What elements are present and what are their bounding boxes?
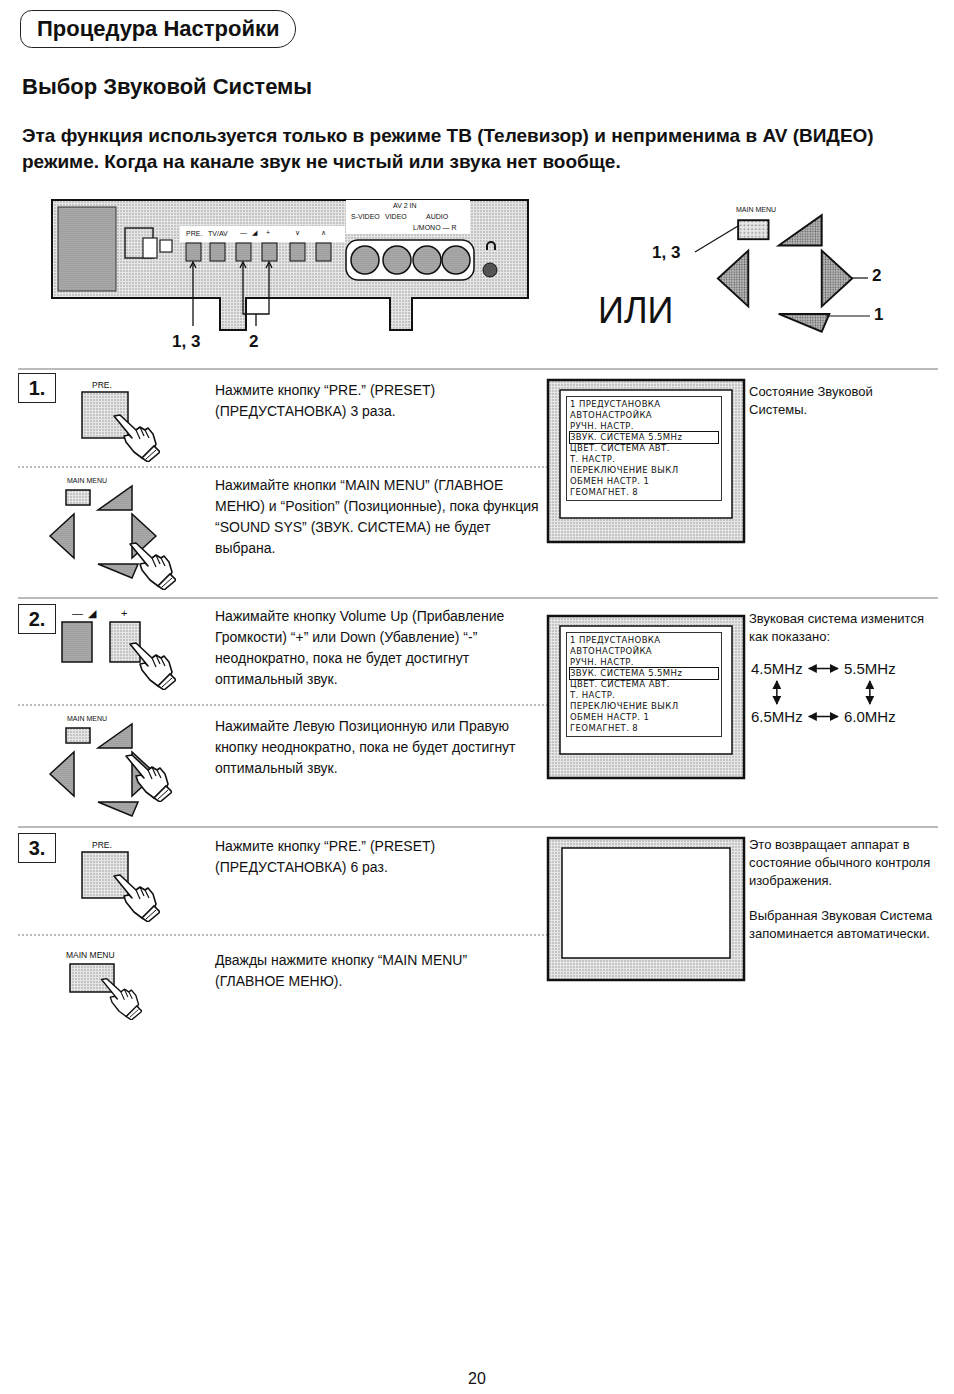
node-text: ГЕОМАГНЕТ. 8: [570, 487, 718, 498]
instruction-text: Нажмите кнопку “PRE.” (PRESET) (ПРЕДУСТА…: [215, 380, 540, 422]
node-text: ГЕОМАГНЕТ. 8: [570, 723, 718, 734]
node-text: ЦВЕТ. СИСТЕМА АВТ.: [570, 443, 718, 454]
button-label: MAIN MENU: [66, 715, 108, 722]
frequency: 6.0MHz: [842, 708, 898, 725]
node-text: 3.: [19, 834, 55, 862]
button-label: MAIN MENU: [66, 477, 108, 484]
button-label: MAIN MENU: [735, 206, 777, 213]
button-label: —: [239, 229, 248, 236]
button-label: ◢: [251, 229, 258, 237]
node-text: 2.: [19, 605, 55, 633]
instruction-text: Нажимайте кнопку Volume Up (Прибавление …: [215, 606, 540, 690]
node-text: ОБМЕН НАСТР. 1: [570, 476, 718, 487]
frequency: 4.5MHz: [749, 660, 805, 677]
button-label: TV/AV: [207, 230, 229, 237]
node-text: 1 ПРЕДУСТАНОВКА: [570, 635, 718, 646]
intro-text: Эта функция используется только в режиме…: [22, 123, 902, 175]
node-text: ПЕРЕКЛЮЧЕНИЕ ВЫКЛ: [570, 701, 718, 712]
page-number: 20: [468, 1370, 486, 1388]
node-text: 4.5MHz: [751, 660, 803, 677]
instruction-text: Нажмите кнопку “PRE.” (PRESET) (ПРЕДУСТА…: [215, 836, 535, 878]
node-text: РУЧН. НАСТР.: [570, 657, 718, 668]
node-text: 1 ПРЕДУСТАНОВКА: [570, 399, 718, 410]
menu-screen: 1 ПРЕДУСТАНОВКААВТОНАСТРОЙКАРУЧН. НАСТР.…: [566, 396, 722, 501]
button-label: PRE.: [185, 230, 203, 237]
panel-label: AUDIO: [425, 213, 449, 220]
step-number: 3.: [18, 833, 56, 863]
note-text: Это возвращает аппарат в состояние обычн…: [749, 836, 939, 890]
step-number: 1.: [18, 373, 56, 403]
instruction-text: Дважды нажмите кнопку “MAIN MENU” (ГЛАВН…: [215, 950, 515, 992]
button-label: ◢: [88, 607, 96, 620]
double-arrow: [776, 681, 778, 704]
note-text: Состояние Звуковой Системы.: [749, 383, 934, 419]
button-label: —: [72, 607, 83, 619]
callout-number: 2: [872, 266, 881, 286]
button-label: PRE.: [92, 840, 112, 850]
instruction-text: Нажимайте Левую Позиционную или Правую к…: [215, 716, 540, 779]
callout-number: 1, 3: [172, 332, 200, 352]
button-label: ∧: [320, 229, 327, 237]
step-number: 2.: [18, 604, 56, 634]
node-text: 1.: [19, 374, 55, 402]
node-text: ЗВУК. СИСТЕМА 5.5MHz: [570, 668, 718, 679]
callout-number: 2: [249, 332, 258, 352]
node-text: Т. НАСТР.: [570, 454, 718, 465]
frequency: 6.5MHz: [749, 708, 805, 725]
panel-label: VIDEO: [384, 213, 408, 220]
node-text: Т. НАСТР.: [570, 690, 718, 701]
button-label: +: [265, 229, 271, 236]
double-arrow: [809, 668, 838, 670]
page-title: Выбор Звуковой Системы: [22, 74, 312, 100]
frequency: 5.5MHz: [842, 660, 898, 677]
callout-number: 1, 3: [652, 243, 680, 263]
node-text: 6.5MHz: [751, 708, 803, 725]
node-text: 5.5MHz: [844, 660, 896, 677]
node-text: ЗВУК. СИСТЕМА 5.5MHz: [570, 432, 718, 443]
button-label: ∨: [294, 229, 301, 237]
button-label: +: [121, 607, 127, 619]
node-text: РУЧН. НАСТР.: [570, 421, 718, 432]
node-text: ПЕРЕКЛЮЧЕНИЕ ВЫКЛ: [570, 465, 718, 476]
double-arrow: [869, 681, 871, 704]
node-text: ОБМЕН НАСТР. 1: [570, 712, 718, 723]
instruction-text: Нажимайте кнопки “MAIN MENU” (ГЛАВНОЕ МЕ…: [215, 475, 540, 559]
node-text: Процедура Настройки: [37, 16, 279, 42]
node-text: АВТОНАСТРОЙКА: [570, 410, 718, 421]
note-text: Выбранная Звуковая Система запоминается …: [749, 907, 934, 943]
double-arrow: [809, 716, 838, 718]
panel-label: AV 2 IN: [392, 202, 418, 209]
callout-number: 1: [874, 305, 883, 325]
panel-label: L/MONO — R: [412, 224, 458, 231]
node-text: АВТОНАСТРОЙКА: [570, 646, 718, 657]
node-text: 6.0MHz: [844, 708, 896, 725]
node-text: ЦВЕТ. СИСТЕМА АВТ.: [570, 679, 718, 690]
panel-label: S-VIDEO: [350, 213, 381, 220]
note-text: Звуковая система изменится как показано:: [749, 610, 939, 646]
section-tab: Процедура Настройки: [20, 10, 296, 48]
or-label: ИЛИ: [598, 290, 673, 332]
button-label: MAIN MENU: [66, 950, 115, 960]
menu-screen: 1 ПРЕДУСТАНОВКААВТОНАСТРОЙКАРУЧН. НАСТР.…: [566, 632, 722, 737]
button-label: PRE.: [92, 380, 112, 390]
